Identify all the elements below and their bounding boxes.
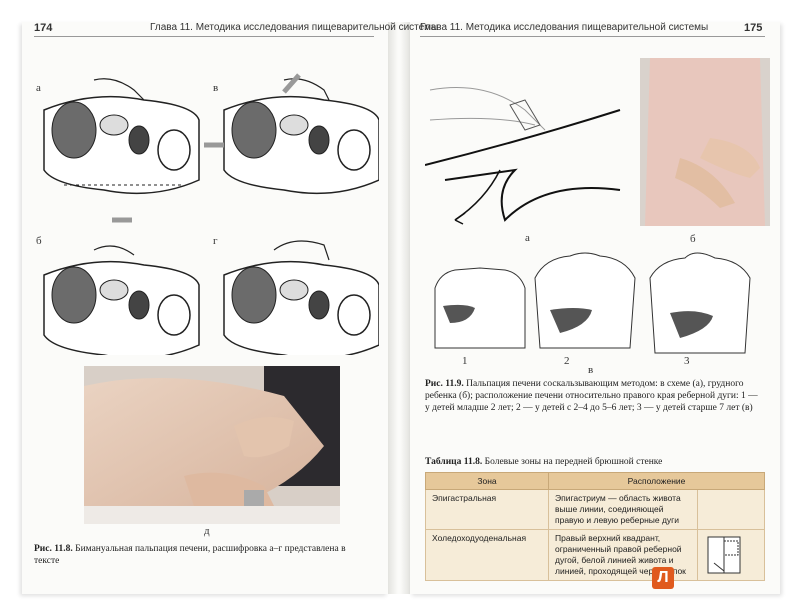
header-zone: Зона [425, 472, 549, 490]
location-cell: Эпигастриум — область живота выше линии,… [548, 489, 698, 530]
caption-label: Рис. 11.9. [425, 379, 464, 389]
zone-cell: Эпигастральная [425, 489, 549, 530]
figure-letter-a: а [36, 82, 41, 94]
publisher-logo: Л [652, 567, 674, 589]
torso-number-2: 2 [564, 355, 570, 367]
infant-photo [640, 58, 770, 226]
table-row: Эпигастральная Эпигастриум — область жив… [425, 489, 765, 530]
left-page-number: 174 [34, 22, 53, 34]
location-cell: Правый верхний квадрант, ограниченный пр… [548, 529, 698, 581]
figure-letter-b: б [36, 235, 42, 247]
left-header-rule [34, 36, 374, 37]
scheme-g [223, 240, 379, 355]
right-header-rule [420, 36, 765, 37]
torso-number-3: 3 [684, 355, 690, 367]
figure-11-9-caption: Рис. 11.9. Пальпация печени соскальзываю… [425, 378, 760, 414]
figure-11-9-a-scheme [425, 87, 621, 225]
caption-text: Пальпация печени соскальзывающим методом… [425, 379, 758, 413]
figure-11-8-caption: Рис. 11.8. Бимануальная пальпация печени… [34, 543, 369, 567]
figure-11-8-schemes [43, 73, 379, 355]
right-page-number: 175 [744, 22, 763, 34]
figure-9-letter-v: в [588, 364, 594, 376]
book-gutter [388, 22, 410, 594]
figure-letter-d: д [204, 525, 210, 537]
quadrant-diagram-icon [707, 536, 741, 574]
torso-2 [534, 252, 636, 349]
scheme-b [43, 217, 200, 355]
figure-11-9-photo [640, 58, 770, 226]
torso-3 [649, 252, 751, 354]
torso-1 [434, 267, 526, 349]
figure-letter-g: г [213, 235, 218, 247]
diagram-cell [697, 529, 765, 581]
caption-text: Бимануальная пальпация печени, расшифров… [34, 544, 346, 566]
scheme-a [43, 78, 200, 195]
palpation-photo [84, 366, 340, 524]
figure-9-letter-b: б [690, 233, 696, 245]
caption-label: Рис. 11.8. [34, 544, 73, 554]
table-title: Таблица 11.8. Болевые зоны на передней б… [425, 457, 662, 467]
table-title-text: Болевые зоны на передней брюшной стенке [484, 457, 663, 467]
table-header-row: Зона Расположение [425, 472, 765, 490]
pain-zones-table: Зона Расположение Эпигастральная Эпигаст… [425, 472, 765, 581]
table-label: Таблица 11.8. [425, 457, 483, 467]
scheme-v [204, 73, 379, 195]
diagram-cell [697, 489, 765, 530]
figure-11-8-photo [84, 366, 340, 524]
zone-cell: Холедоходуоденальная [425, 529, 549, 581]
figure-11-9-torsos [434, 252, 751, 354]
torso-number-1: 1 [462, 355, 468, 367]
figure-9-letter-a: а [525, 232, 530, 244]
right-running-head: Глава 11. Методика исследования пищевари… [420, 22, 709, 33]
figure-letter-v: в [213, 82, 219, 94]
table-row: Холедоходуоденальная Правый верхний квад… [425, 529, 765, 581]
header-location: Расположение [548, 472, 765, 490]
left-running-head: Глава 11. Методика исследования пищевари… [150, 22, 439, 33]
